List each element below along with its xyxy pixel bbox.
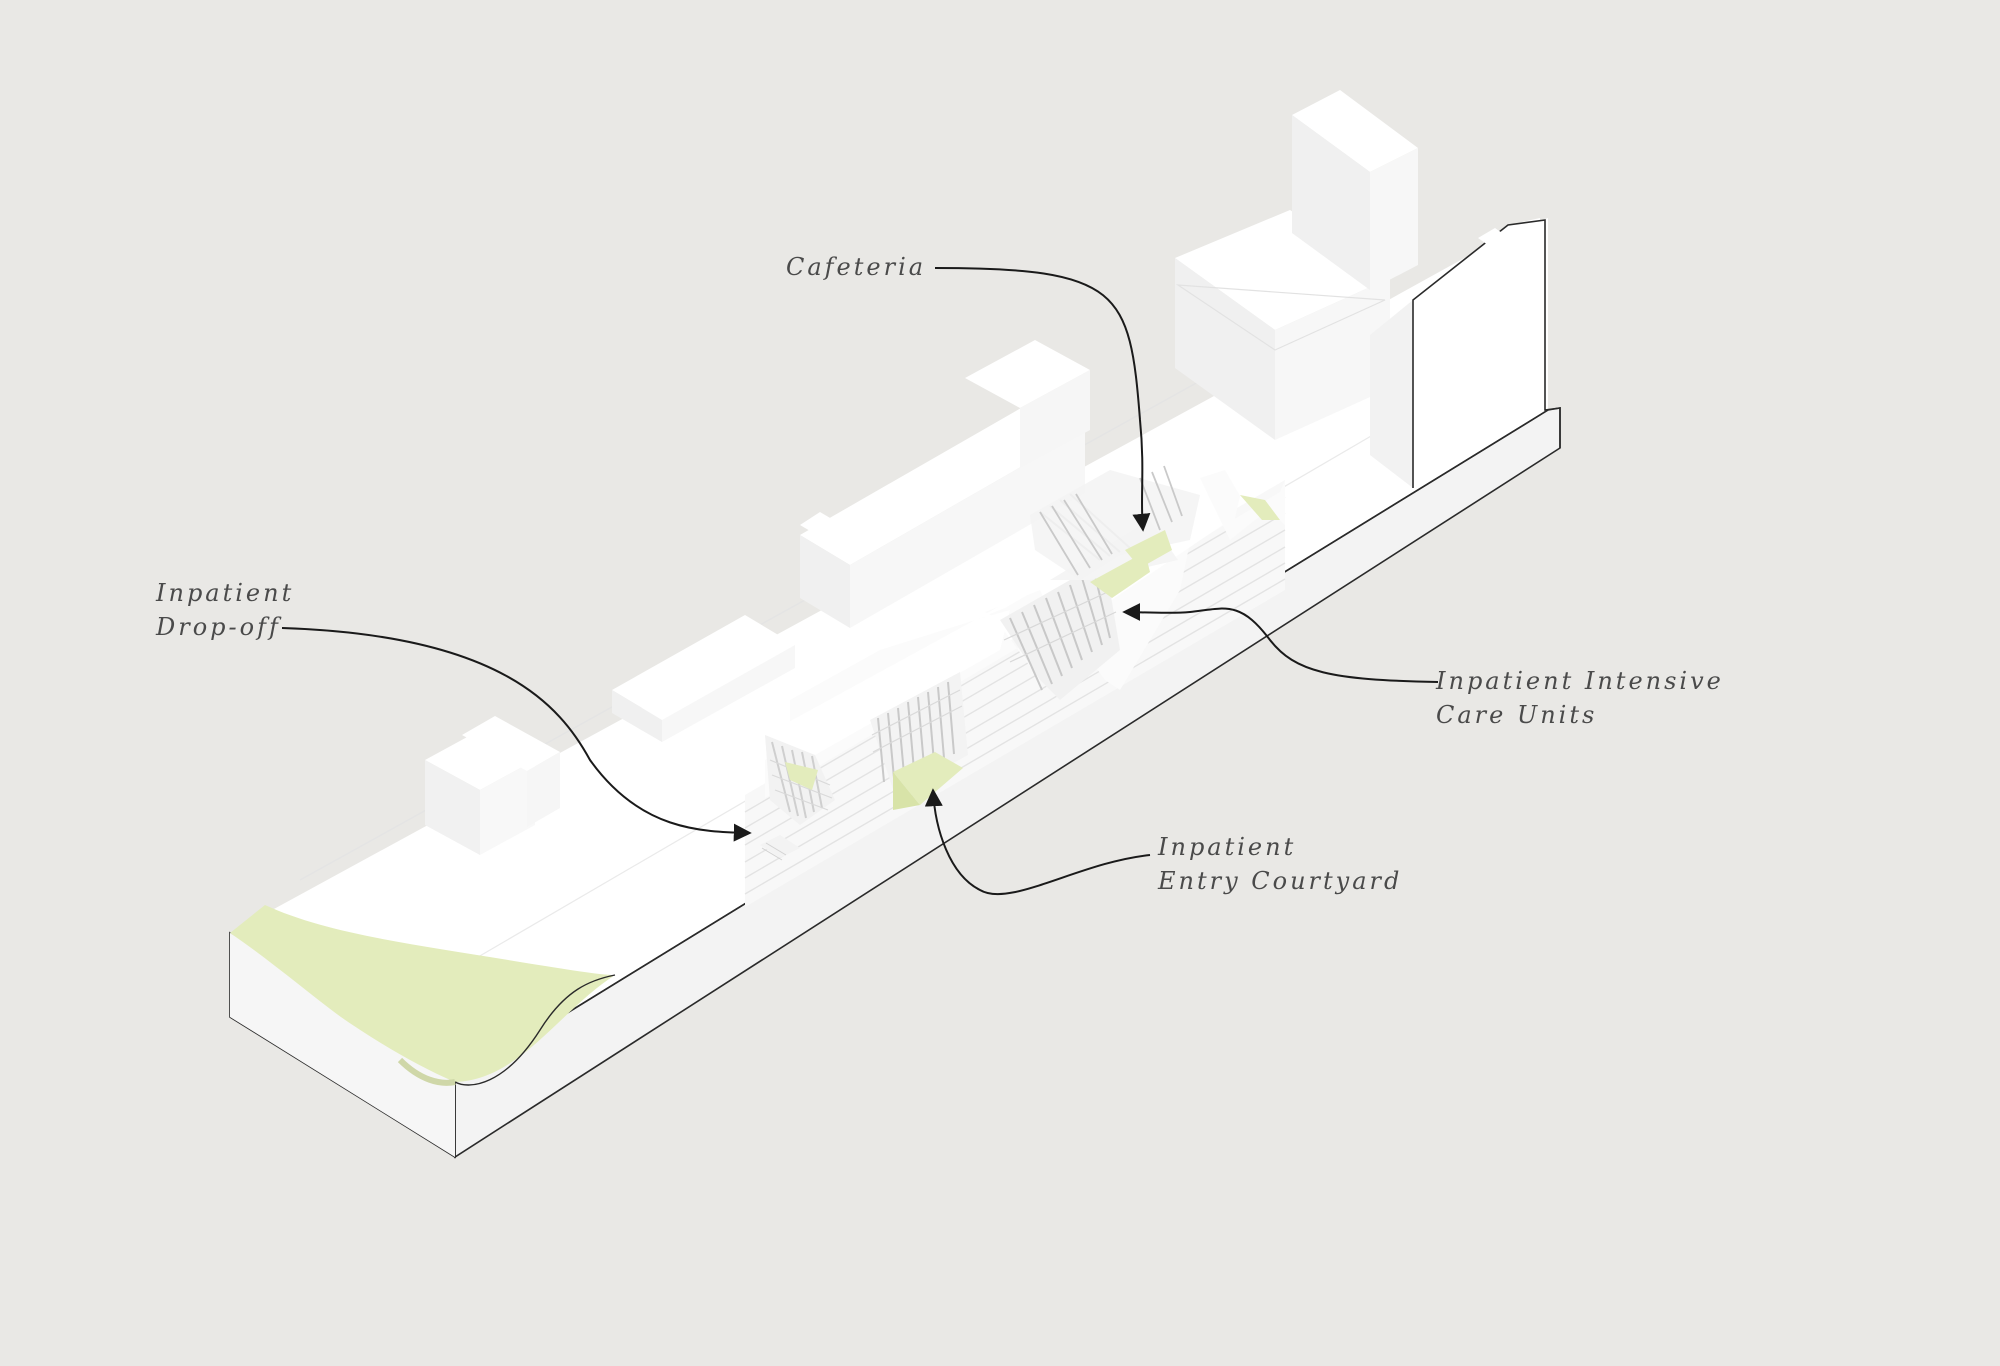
label-inpatient-dropoff: Inpatient Drop-off <box>156 576 294 644</box>
park-lawn <box>230 905 615 1082</box>
entry-courtyard-bay <box>870 672 968 810</box>
label-inpatient-dropoff-line-2: Drop-off <box>156 613 281 641</box>
label-inpatient-icu: Inpatient Intensive Care Units <box>1436 664 1724 732</box>
label-inpatient-entry-courtyard-line-2: Entry Courtyard <box>1158 867 1403 895</box>
context-building-small <box>425 716 560 855</box>
courtyard-leader <box>924 788 1151 896</box>
floor-lines <box>744 496 1286 895</box>
label-inpatient-icu-line-2: Care Units <box>1436 701 1598 729</box>
label-cafeteria-line-1: Cafeteria <box>786 253 927 281</box>
hospital-building <box>744 465 1286 907</box>
icu-leader <box>1122 603 1439 683</box>
cafeteria-terrace-lawn <box>1125 530 1172 568</box>
context-building-low-bar <box>612 615 795 742</box>
label-cafeteria: Cafeteria <box>786 250 926 284</box>
dropoff-wing <box>760 735 835 861</box>
roof-garden <box>1240 495 1280 520</box>
context-building-right-slab <box>1370 218 1561 488</box>
label-inpatient-icu-line-1: Inpatient Intensive <box>1436 667 1724 695</box>
landscape-green <box>230 905 616 1157</box>
leader-lines <box>281 267 1439 896</box>
context-building-mid <box>800 340 1090 628</box>
label-inpatient-entry-courtyard: Inpatient Entry Courtyard <box>1158 830 1402 898</box>
dropoff-leader <box>281 627 752 842</box>
entry-courtyard-lawn <box>893 752 963 805</box>
icu-cafeteria-bays <box>1000 465 1280 700</box>
label-inpatient-dropoff-line-1: Inpatient <box>156 579 295 607</box>
context-buildings <box>425 90 1561 855</box>
icu-terrace-lawn <box>1090 552 1150 598</box>
context-building-large-cube <box>1175 210 1390 440</box>
label-inpatient-entry-courtyard-line-1: Inpatient <box>1158 833 1297 861</box>
cafeteria-leader <box>934 267 1151 532</box>
context-building-tower <box>1292 90 1418 290</box>
